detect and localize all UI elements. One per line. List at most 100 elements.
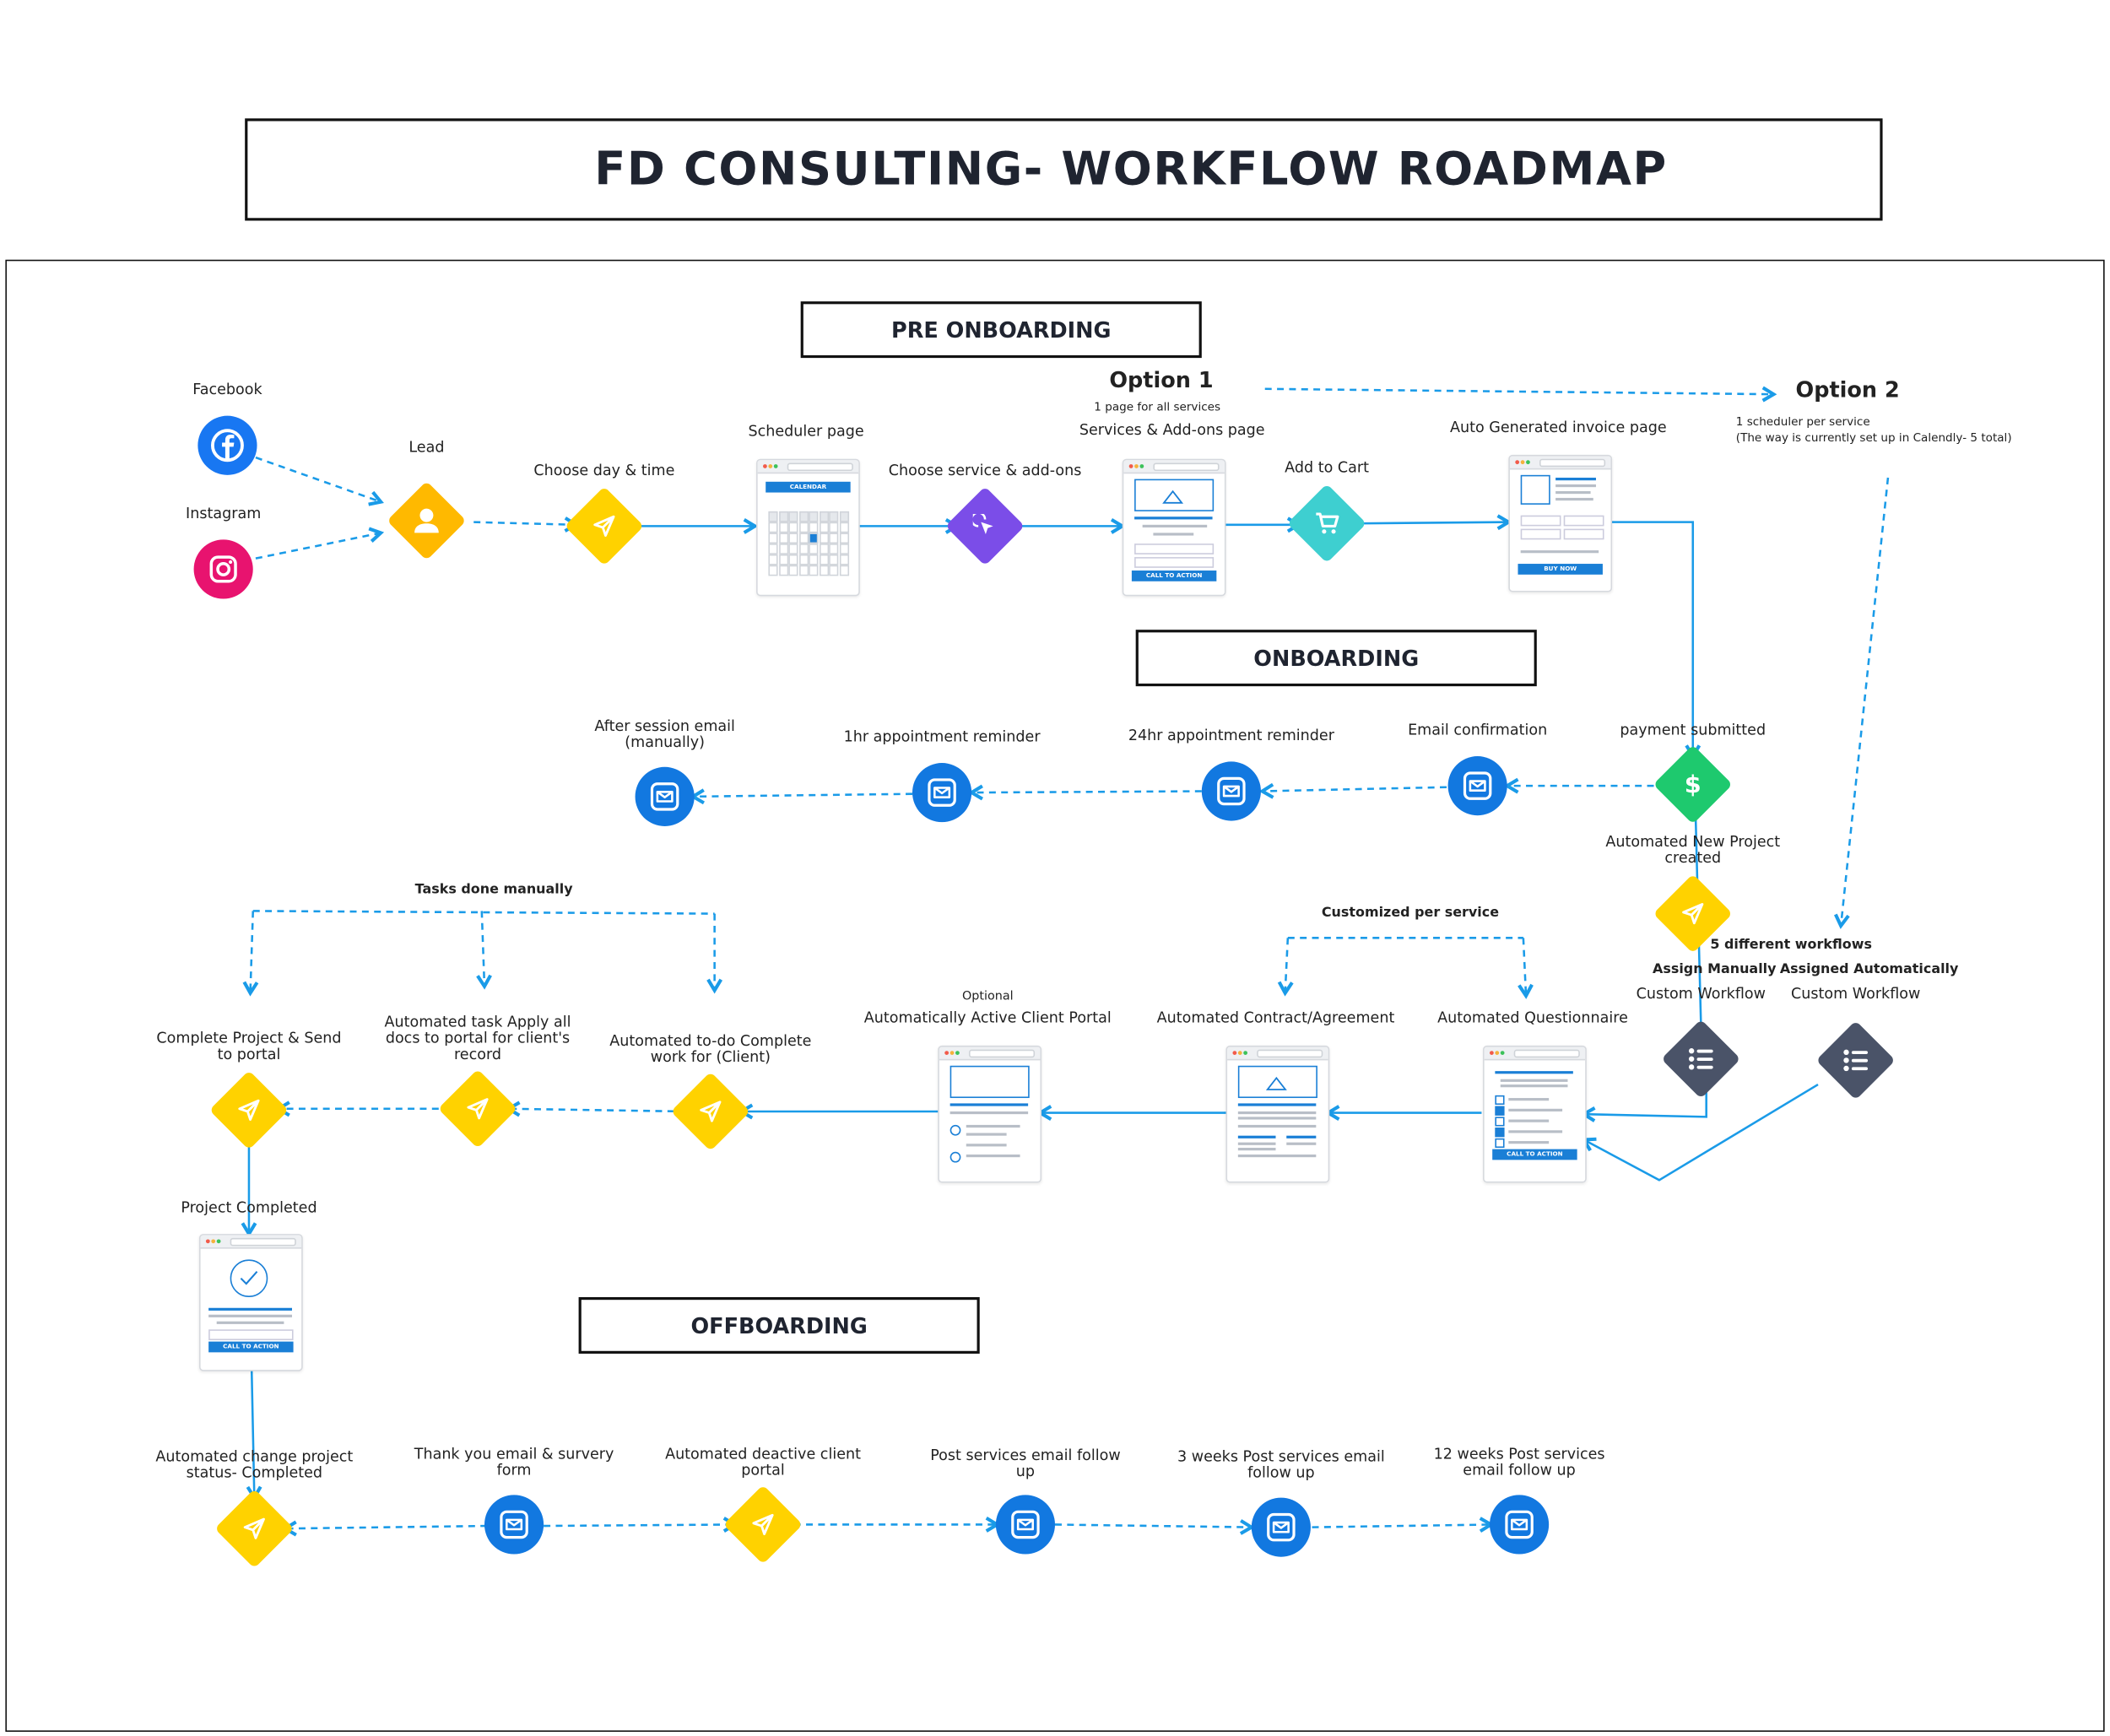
node-wf-auto[interactable]	[1815, 1020, 1896, 1101]
paper-plane-icon	[466, 1096, 490, 1121]
paper-plane-icon	[698, 1100, 722, 1124]
text-line	[1237, 1148, 1276, 1151]
node-label-wk3: 3 weeks Post services email follow up	[1177, 1447, 1385, 1482]
node-email-conf[interactable]	[1447, 756, 1507, 816]
node-label-scheduler: Scheduler page	[748, 422, 864, 441]
node-label-wf-manual: Custom Workflow	[1636, 985, 1766, 1003]
assign-manually-note: Assign Manually	[1653, 961, 1777, 977]
five-workflows-note: 5 different workflows	[1710, 938, 1872, 953]
option1-subtext: 1 page for all services	[1094, 401, 1221, 415]
text-line	[1508, 1098, 1550, 1101]
url-bar	[230, 1237, 296, 1247]
text-line	[208, 1314, 292, 1317]
node-choose-day[interactable]	[564, 486, 644, 566]
node-label-facebook: Facebook	[192, 381, 262, 398]
text-line	[1237, 1117, 1317, 1120]
text-line	[1555, 490, 1591, 495]
mail-icon	[649, 781, 681, 813]
node-complete-send[interactable]	[208, 1070, 289, 1150]
text-line	[1500, 1079, 1568, 1082]
window-dots-icon	[205, 1239, 210, 1244]
node-cart[interactable]	[1286, 484, 1367, 564]
instagram-icon	[208, 553, 240, 585]
text-line	[1237, 1124, 1317, 1128]
mail-icon	[1503, 1508, 1535, 1540]
node-thank-you[interactable]	[484, 1495, 544, 1555]
cta-button-mock: CALL TO ACTION	[1131, 571, 1217, 581]
cta-button-mock: BUY NOW	[1518, 564, 1603, 575]
url-bar	[1153, 462, 1220, 472]
node-payment[interactable]: $	[1653, 744, 1733, 825]
text-line	[1237, 1111, 1317, 1115]
node-label-project-completed: Project Completed	[181, 1198, 317, 1217]
solid-connector	[246, 1368, 262, 1501]
node-new-project[interactable]	[1653, 873, 1733, 954]
node-wf-manual[interactable]	[1661, 1019, 1741, 1099]
paper-plane-icon	[242, 1517, 267, 1541]
node-label-wf-auto: Custom Workflow	[1791, 985, 1921, 1003]
node-wk12[interactable]	[1490, 1495, 1550, 1555]
node-label-choose-day: Choose day & time	[533, 461, 675, 479]
url-bar	[787, 462, 853, 472]
node-project-completed[interactable]: CALL TO ACTION	[198, 1234, 303, 1371]
cta-button-mock: CALL TO ACTION	[208, 1341, 294, 1353]
node-label-invoice: Auto Generated invoice page	[1449, 418, 1667, 436]
mail-icon	[1462, 770, 1494, 802]
node-choose-service[interactable]	[945, 486, 1025, 566]
node-apply-docs[interactable]	[437, 1068, 518, 1149]
browser-bar	[200, 1235, 302, 1249]
node-label-post-followup: Post services email follow up	[930, 1446, 1121, 1480]
dashed-connector	[505, 1101, 687, 1117]
diagram-frame	[5, 259, 2105, 1732]
node-todo[interactable]	[670, 1071, 750, 1152]
text-line	[966, 1144, 1007, 1147]
text-line	[1520, 550, 1599, 554]
dashed-connector	[252, 910, 715, 915]
mail-icon	[1215, 775, 1247, 807]
dashed-connector	[544, 1517, 738, 1533]
mail-icon	[1265, 1512, 1297, 1544]
node-label-contract: Automated Contract/Agreement	[1156, 1009, 1395, 1027]
window-dots-icon	[1232, 1051, 1237, 1056]
node-lead[interactable]	[387, 480, 467, 561]
dashed-connector	[1834, 477, 1890, 929]
browser-bar	[1123, 460, 1225, 474]
node-invoice[interactable]: BUY NOW	[1508, 454, 1613, 592]
text-line	[1495, 1071, 1573, 1074]
section-label: OFFBOARDING	[690, 1312, 868, 1339]
node-instagram[interactable]	[193, 539, 253, 599]
dashed-connector	[1054, 1519, 1255, 1535]
node-deactive[interactable]	[722, 1485, 803, 1565]
node-label-payment: payment submitted	[1620, 721, 1766, 739]
node-status-completed[interactable]	[214, 1489, 295, 1569]
node-after-session[interactable]	[635, 766, 695, 826]
window-dots-icon	[1128, 464, 1133, 468]
node-wk3[interactable]	[1251, 1497, 1311, 1557]
optional-note: Optional	[961, 990, 1014, 1004]
text-line	[1134, 516, 1213, 520]
node-facebook[interactable]	[197, 415, 257, 475]
node-rem24[interactable]	[1201, 761, 1261, 821]
text-line	[216, 1321, 284, 1324]
text-line	[1286, 1135, 1317, 1138]
node-scheduler[interactable]: CALENDAR	[756, 458, 860, 597]
node-post-followup[interactable]	[995, 1495, 1056, 1555]
page-title: FD CONSULTING- WORKFLOW ROADMAP	[245, 118, 1883, 221]
option2-subtext: 1 scheduler per service (The way is curr…	[1735, 415, 2012, 446]
node-label-todo: Automated to-do Complete work for (Clien…	[609, 1031, 812, 1066]
node-portal[interactable]	[938, 1045, 1042, 1183]
node-label-cart: Add to Cart	[1285, 458, 1369, 477]
node-questionnaire[interactable]: CALL TO ACTION	[1483, 1045, 1587, 1183]
dashed-connector	[1518, 938, 1534, 999]
image-placeholder	[1237, 1065, 1317, 1099]
node-rem1[interactable]	[912, 763, 972, 823]
mail-icon	[1009, 1508, 1041, 1540]
node-contract[interactable]	[1225, 1045, 1330, 1183]
node-label-apply-docs: Automated task Apply all docs to portal …	[384, 1013, 571, 1063]
node-label-email-conf: Email confirmation	[1408, 721, 1548, 739]
paper-plane-icon	[751, 1512, 776, 1537]
dashed-connector	[255, 527, 385, 560]
text-line	[1555, 478, 1596, 481]
node-services-page[interactable]: CALL TO ACTION	[1122, 458, 1226, 597]
